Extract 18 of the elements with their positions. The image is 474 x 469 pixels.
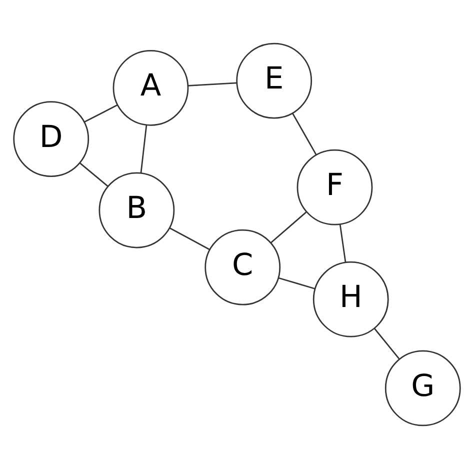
connector xyxy=(292,113,317,156)
node-circle: E xyxy=(236,42,312,119)
connector xyxy=(140,124,148,173)
node-circle: B xyxy=(98,172,175,248)
connector xyxy=(278,277,316,290)
node-circle: G xyxy=(384,350,461,426)
connector xyxy=(339,224,346,262)
connector xyxy=(169,227,210,250)
connector xyxy=(84,104,118,123)
node-circle: C xyxy=(204,229,281,306)
connector xyxy=(188,82,237,86)
connector xyxy=(270,212,307,244)
node-circle: A xyxy=(112,50,189,126)
node-circle: H xyxy=(312,261,389,338)
connector xyxy=(80,162,108,187)
node-circle: D xyxy=(13,101,90,177)
connector xyxy=(374,328,400,360)
node-circle: F xyxy=(296,149,373,226)
